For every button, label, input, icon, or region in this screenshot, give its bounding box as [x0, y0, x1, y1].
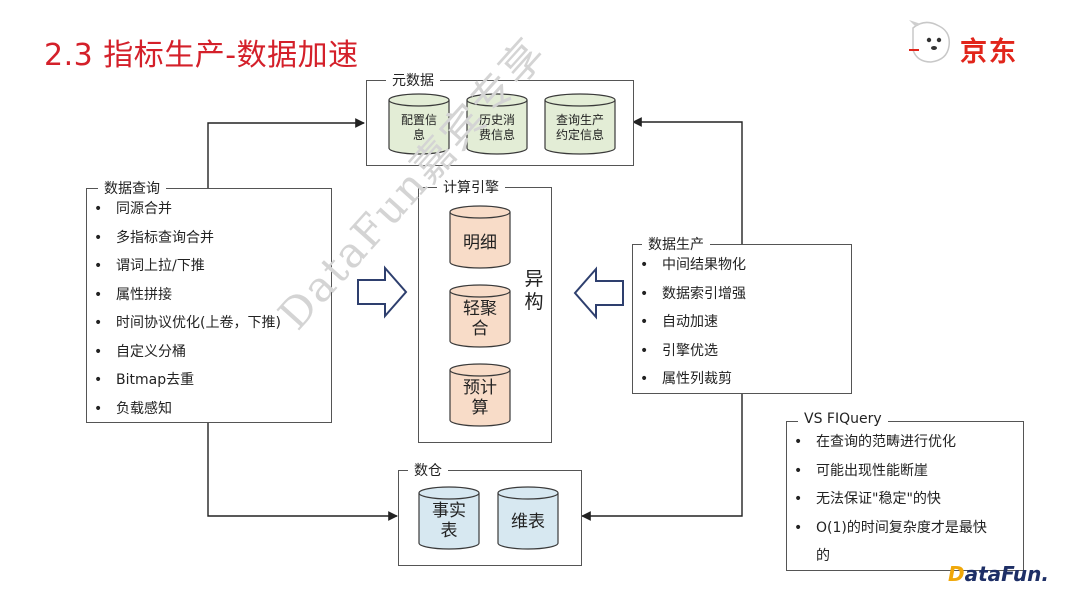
- left-block-arrow: [573, 266, 624, 320]
- cylinder-text-line: 算: [471, 398, 489, 418]
- list-item: 多指标查询合并: [86, 224, 281, 253]
- cylinder-text-line: 配置信: [400, 113, 437, 127]
- list-item: 时间协议优化(上卷，下推): [86, 309, 281, 338]
- list-item: Bitmap去重: [86, 366, 281, 395]
- data-query-list: 同源合并 多指标查询合并 谓词上拉/下推 属性拼接 时间协议优化(上卷，下推) …: [86, 195, 281, 423]
- list-item: O(1)的时间复杂度才是最快的: [786, 514, 992, 570]
- cylinder-text-line: 历史消: [478, 113, 515, 127]
- list-item: 属性列裁剪: [632, 365, 746, 394]
- datafun-logo-rest: ataFun.: [964, 562, 1049, 586]
- list-item: 在查询的范畴进行优化: [786, 428, 992, 457]
- light-aggregation-cylinder: 轻聚合: [449, 284, 511, 348]
- data-production-list: 中间结果物化 数据索引增强 自动加速 引擎优选 属性列裁剪: [632, 251, 746, 394]
- vs-fiquery-list: 在查询的范畴进行优化 可能出现性能断崖 无法保证"稳定"的快 O(1)的时间复杂…: [786, 428, 992, 570]
- list-item: 属性拼接: [86, 281, 281, 310]
- jd-logo: 京东: [960, 37, 1018, 68]
- heterogeneous-char: 构: [524, 291, 544, 313]
- cylinder-text-line: 预计: [463, 378, 497, 398]
- heterogeneous-label: 异 构: [523, 268, 545, 314]
- data-query-label: 数据查询: [98, 178, 166, 198]
- list-item: 自定义分桶: [86, 338, 281, 367]
- list-item: 数据索引增强: [632, 280, 746, 309]
- cylinder-text-line: 表: [440, 521, 458, 541]
- query-to-warehouse-connector: [207, 421, 398, 521]
- production-to-metadata-connector: [632, 117, 743, 244]
- production-to-warehouse-connector: [581, 392, 743, 521]
- query-to-metadata-connector: [207, 118, 365, 188]
- vs-fiquery-label: VS FIQuery: [798, 411, 888, 427]
- dimension-table-cylinder: 维表: [497, 486, 559, 550]
- cylinder-text-line: 息: [412, 128, 425, 142]
- heterogeneous-char: 异: [524, 268, 544, 290]
- cylinder-text-line: 合: [471, 319, 489, 339]
- right-block-arrow: [357, 265, 408, 319]
- list-item: 可能出现性能断崖: [786, 457, 992, 486]
- warehouse-label: 数仓: [408, 460, 448, 480]
- query-production-agreement-cylinder: 查询生产约定信息: [544, 93, 616, 155]
- metadata-label: 元数据: [386, 70, 440, 90]
- cylinder-text-line: 事实: [432, 501, 466, 521]
- list-item: 引擎优选: [632, 337, 746, 366]
- compute-engine-label: 计算引擎: [437, 177, 505, 197]
- cylinder-text-line: 明细: [463, 233, 497, 253]
- list-item: 谓词上拉/下推: [86, 252, 281, 281]
- list-item: 中间结果物化: [632, 251, 746, 280]
- list-item: 自动加速: [632, 308, 746, 337]
- datafun-logo: DataFun.: [948, 562, 1049, 586]
- jd-dog-icon: [905, 20, 957, 70]
- list-item: 无法保证"稳定"的快: [786, 485, 992, 514]
- precompute-cylinder: 预计算: [449, 363, 511, 427]
- cylinder-text-line: 轻聚: [463, 299, 497, 319]
- history-consumption-cylinder: 历史消费信息: [466, 93, 528, 155]
- detail-cylinder: 明细: [449, 205, 511, 269]
- config-info-cylinder: 配置信息: [388, 93, 450, 155]
- datafun-logo-initial: D: [948, 562, 965, 586]
- cylinder-text-line: 查询生产: [555, 113, 604, 127]
- list-item: 负载感知: [86, 395, 281, 424]
- fact-table-cylinder: 事实表: [418, 486, 480, 550]
- cylinder-text-line: 费信息: [478, 128, 515, 142]
- cylinder-text-line: 约定信息: [555, 128, 604, 142]
- cylinder-text-line: 维表: [511, 512, 545, 532]
- list-item: 同源合并: [86, 195, 281, 224]
- data-production-label: 数据生产: [642, 234, 710, 254]
- page-title: 2.3 指标生产-数据加速: [44, 38, 359, 73]
